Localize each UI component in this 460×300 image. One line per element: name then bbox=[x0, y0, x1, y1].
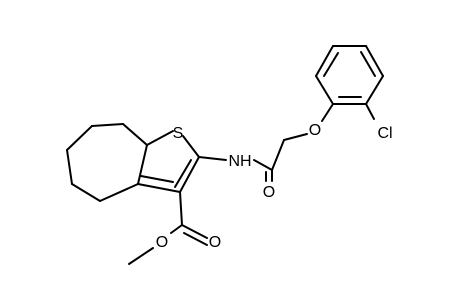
sulfur-label: S bbox=[173, 125, 184, 142]
bond bbox=[137, 144, 148, 185]
bond bbox=[99, 183, 139, 202]
bond bbox=[283, 133, 308, 141]
bond bbox=[179, 156, 200, 193]
bond bbox=[365, 45, 384, 77]
ether-oxygen-label: O bbox=[309, 122, 321, 139]
amide-chain bbox=[198, 133, 308, 182]
cycloheptane-ring bbox=[66, 123, 148, 202]
bond bbox=[323, 52, 339, 77]
bond bbox=[321, 103, 334, 122]
bond bbox=[182, 135, 200, 158]
bond bbox=[315, 75, 334, 105]
bond bbox=[91, 123, 124, 127]
bond bbox=[271, 139, 285, 171]
bond bbox=[137, 183, 181, 193]
bond bbox=[140, 175, 174, 183]
bond bbox=[365, 75, 384, 105]
ester-carbonyl-oxygen-label: O bbox=[209, 234, 221, 251]
bond bbox=[183, 232, 208, 246]
bond bbox=[66, 125, 93, 151]
bond bbox=[181, 224, 208, 239]
bond bbox=[365, 103, 375, 120]
bond bbox=[66, 149, 73, 185]
bond bbox=[146, 130, 174, 146]
bond bbox=[71, 183, 101, 202]
thiophene-ring bbox=[137, 130, 200, 193]
bond bbox=[174, 159, 192, 188]
bond bbox=[253, 159, 273, 171]
bond bbox=[179, 191, 183, 226]
chlorine-label: Cl bbox=[377, 125, 392, 142]
bond bbox=[170, 224, 183, 234]
bond bbox=[122, 123, 148, 146]
bond bbox=[198, 156, 227, 161]
chlorophenyl-ring bbox=[315, 45, 384, 122]
methyl-ester bbox=[128, 191, 208, 265]
bond bbox=[315, 45, 334, 77]
ester-oxygen-label: O bbox=[156, 234, 168, 251]
bond bbox=[360, 51, 376, 77]
amide-oxygen-label: O bbox=[263, 184, 275, 201]
nh-label: NH bbox=[228, 153, 251, 170]
bond bbox=[128, 247, 154, 265]
